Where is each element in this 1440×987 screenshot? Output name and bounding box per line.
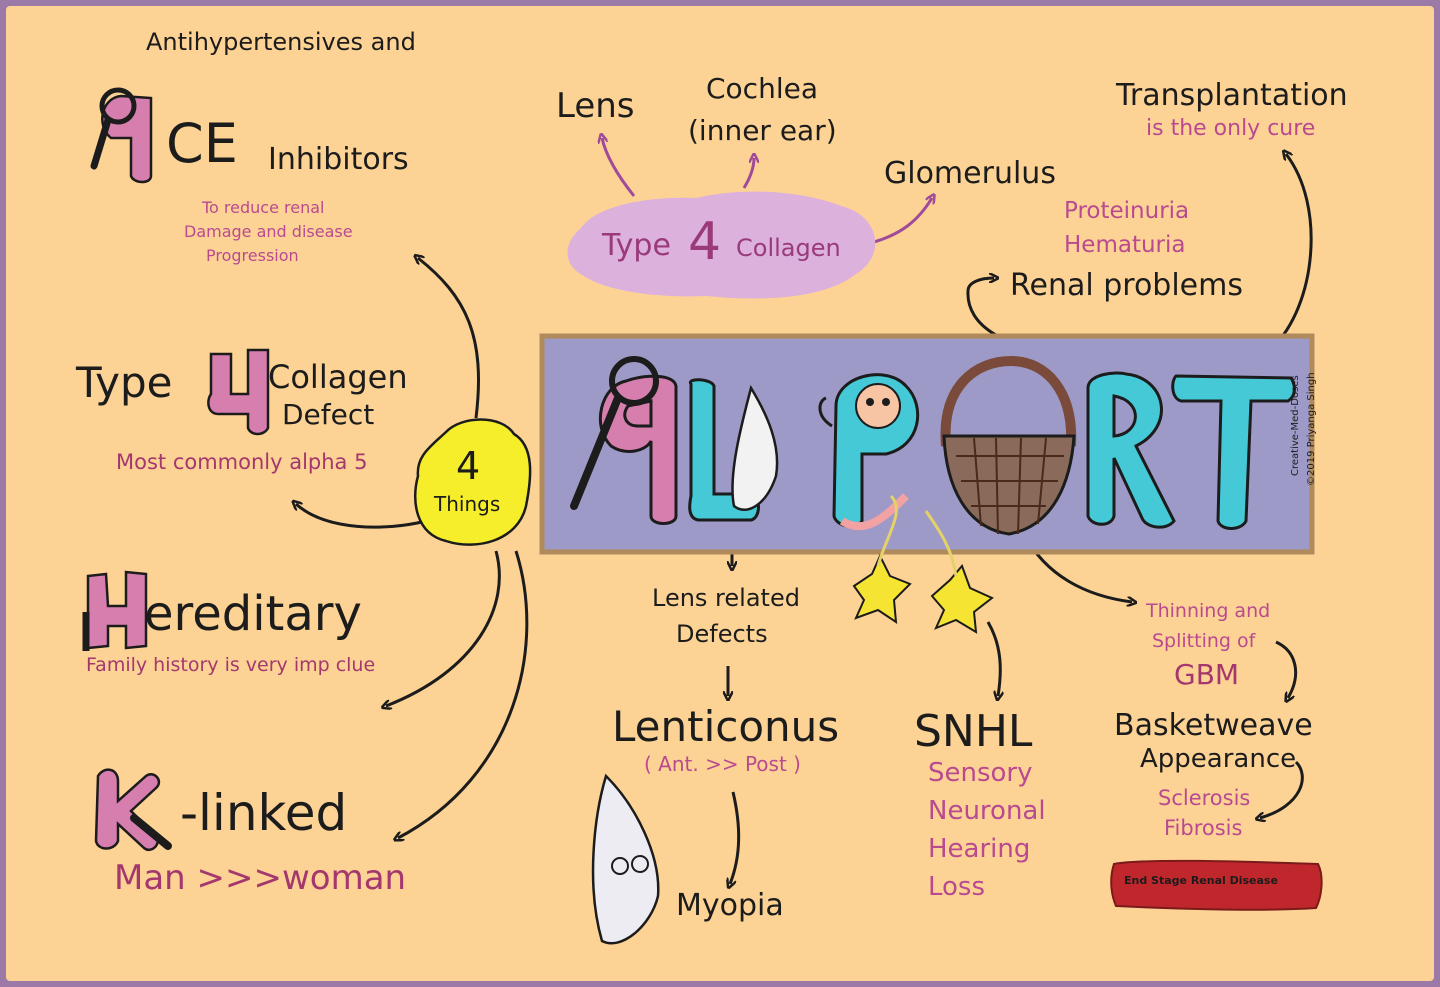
sensory-label: Sensory	[928, 758, 1033, 788]
gbm-label: GBM	[1174, 658, 1240, 691]
xlinked-label: -linked	[180, 784, 348, 842]
lenticonus-label: Lenticonus	[612, 702, 840, 751]
neuron-icon	[852, 494, 994, 634]
letter-a-mirrored-icon	[90, 87, 153, 184]
ace-note-line-3: Progression	[206, 246, 299, 265]
credit-line-2: ©2019 Priyanga Singh	[1306, 372, 1317, 486]
four-things-blob	[414, 418, 532, 546]
letter-t-icon	[1171, 374, 1296, 530]
ace-inhibitors-label: Inhibitors	[268, 142, 409, 177]
letter-l-icon	[688, 378, 760, 522]
collagen-cloud	[567, 191, 876, 299]
family-note: Family history is very imp clue	[86, 654, 376, 676]
proteinuria-label: Proteinuria	[1064, 198, 1190, 224]
antihypertensives-label: Antihypertensives and	[146, 28, 416, 56]
snhl-label: SNHL	[914, 706, 1033, 757]
inner-ear-label: (inner ear)	[688, 114, 837, 147]
letter-r-icon	[1086, 371, 1176, 529]
alpha-note: Most commonly alpha 5	[116, 450, 368, 474]
credit-line-1: Creative-Med-Doses	[1290, 375, 1301, 476]
esrd-banner	[1110, 859, 1323, 911]
ace-note-line-2: Damage and disease	[184, 222, 353, 241]
type4-collagen-label: Collagen	[736, 234, 841, 262]
cochlea-label: Cochlea	[706, 72, 818, 105]
letter-h-icon	[82, 570, 148, 651]
letter-x-icon	[94, 768, 172, 852]
lens-label: Lens	[556, 86, 635, 126]
glomerulus-label: Glomerulus	[884, 156, 1056, 191]
hematuria-label: Hematuria	[1064, 232, 1186, 258]
blob-number: 4	[456, 444, 481, 488]
defects-label: Defects	[676, 620, 768, 648]
lens-character-icon	[731, 384, 779, 511]
hearing-label: Hearing	[928, 834, 1031, 864]
esrd-label: End Stage Renal Disease	[1124, 874, 1278, 887]
sclerosis-label: Sclerosis	[1158, 786, 1251, 810]
defect-word: Defect	[282, 398, 375, 431]
neuronal-label: Neuronal	[928, 796, 1046, 826]
appearance-label: Appearance	[1140, 744, 1297, 774]
basketweave-label: Basketweave	[1114, 708, 1313, 743]
letter-o-basket-icon	[940, 355, 1077, 536]
ace-letters: CE	[166, 112, 238, 175]
renal-problems-label: Renal problems	[1010, 268, 1243, 303]
hereditary-label: ereditary	[144, 586, 362, 642]
ant-post-label: ( Ant. >> Post )	[644, 752, 801, 776]
type4-type-label: Type	[602, 228, 671, 263]
type4-number-label: 4	[688, 212, 722, 272]
letter-a-icon	[570, 356, 678, 525]
man-woman-label: Man >>>woman	[114, 858, 407, 898]
lens-related-label: Lens related	[652, 584, 800, 612]
type-word: Type	[76, 358, 173, 407]
transplantation-label: Transplantation	[1116, 78, 1348, 113]
collagen-word: Collagen	[268, 358, 408, 396]
ace-note-line-1: To reduce renal	[202, 198, 325, 217]
loss-label: Loss	[928, 872, 986, 902]
fibrosis-label: Fibrosis	[1164, 816, 1243, 840]
alport-mindmap: Antihypertensives and CE Inhibitors To r…	[6, 6, 1434, 981]
connector-arrows	[82, 87, 1323, 945]
only-cure-label: is the only cure	[1146, 116, 1316, 141]
blob-label: Things	[434, 492, 501, 516]
letter-4-icon	[207, 348, 270, 436]
thinning-label: Thinning and	[1146, 600, 1271, 622]
myopia-label: Myopia	[676, 888, 784, 923]
letter-p-face-icon	[818, 373, 920, 531]
splitting-label: Splitting of	[1152, 630, 1256, 652]
